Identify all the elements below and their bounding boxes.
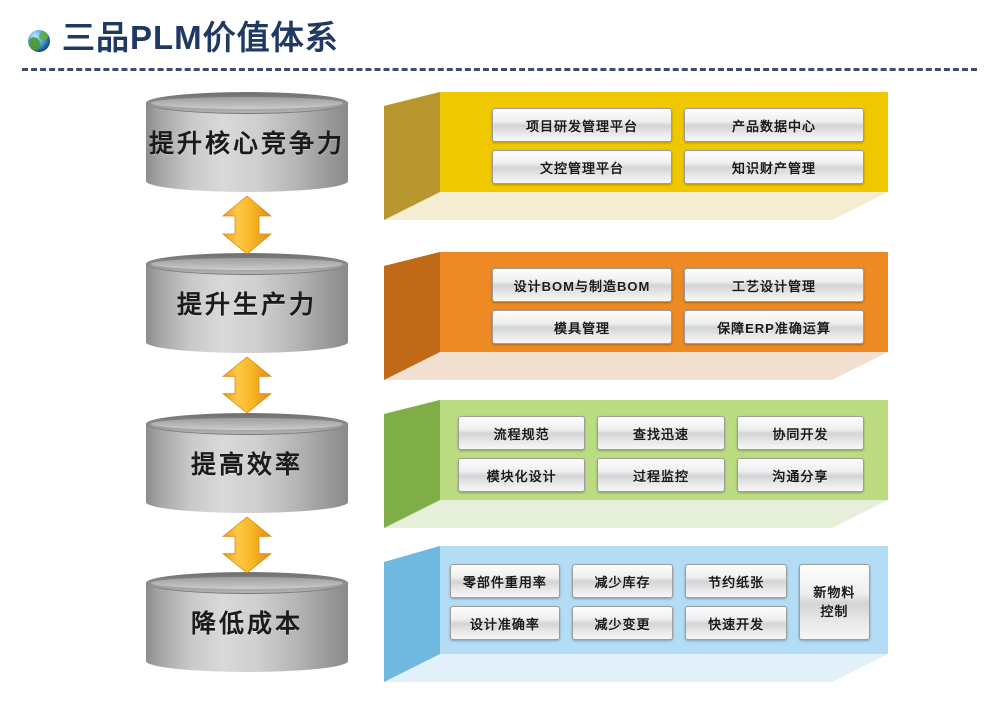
value-item-button[interactable]: 工艺设计管理 <box>684 268 864 302</box>
globe-icon <box>28 30 50 52</box>
cylinder-top <box>146 92 348 114</box>
cylinder-bottom <box>146 170 348 192</box>
value-item-button[interactable]: 减少变更 <box>571 606 674 640</box>
cylinder-bottom <box>146 331 348 353</box>
slab-productivity[interactable]: 设计BOM与制造BOM 工艺设计管理 模具管理 保障ERP准确运算 <box>384 252 888 380</box>
cylinder-productivity[interactable]: 提升生产力 <box>146 253 348 353</box>
value-item-button[interactable]: 协同开发 <box>736 416 864 450</box>
value-item-button[interactable]: 零部件重用率 <box>450 564 560 598</box>
value-item-label-line1: 新物料 <box>813 584 856 600</box>
arrow-core-to-productivity <box>221 196 273 254</box>
value-item-button[interactable]: 查找迅速 <box>597 416 725 450</box>
value-item-button[interactable]: 模具管理 <box>492 310 672 344</box>
value-item-button[interactable]: 节约纸张 <box>685 564 787 598</box>
cylinder-top <box>146 253 348 275</box>
cylinder-top <box>146 413 348 435</box>
page-title: 三品PLM价值体系 <box>62 19 339 56</box>
value-item-button[interactable]: 沟通分享 <box>736 458 864 492</box>
value-item-button[interactable]: 模块化设计 <box>458 458 586 492</box>
header-divider <box>22 68 977 71</box>
slab-items-grid: 设计BOM与制造BOM 工艺设计管理 模具管理 保障ERP准确运算 <box>492 268 864 344</box>
arrow-efficiency-to-cost <box>221 517 273 573</box>
slide-header: 三品PLM价值体系 <box>0 0 999 78</box>
cylinder-body <box>146 424 348 502</box>
cylinder-efficiency[interactable]: 提高效率 <box>146 413 348 513</box>
value-item-button[interactable]: 知识财产管理 <box>684 150 864 184</box>
slab-items-grid: 项目研发管理平台 产品数据中心 文控管理平台 知识财产管理 <box>492 108 864 184</box>
value-item-button[interactable]: 设计BOM与制造BOM <box>492 268 672 302</box>
cylinder-label: 降低成本 <box>190 610 303 638</box>
cylinder-top <box>146 572 348 594</box>
slab-core-competitiveness[interactable]: 项目研发管理平台 产品数据中心 文控管理平台 知识财产管理 <box>384 92 888 220</box>
cylinder-body <box>146 264 348 342</box>
value-item-label-line2: 控制 <box>820 604 849 619</box>
value-item-button[interactable]: 文控管理平台 <box>492 150 672 184</box>
cylinder-label: 提升核心竞争力 <box>148 130 345 158</box>
cylinder-body <box>146 103 348 181</box>
cylinder-bottom <box>146 650 348 672</box>
cylinder-bottom <box>146 491 348 513</box>
value-item-button[interactable]: 过程监控 <box>597 458 725 492</box>
cylinder-label: 提高效率 <box>190 451 303 479</box>
slab-items-grid: 流程规范 查找迅速 协同开发 模块化设计 过程监控 沟通分享 <box>458 416 864 492</box>
value-item-button[interactable]: 减少库存 <box>571 564 674 598</box>
value-item-button[interactable]: 流程规范 <box>458 416 586 450</box>
slab-cost-reduction[interactable]: 零部件重用率 减少库存 节约纸张 新物料 控制 设计准确率 减少变更 快速开发 <box>384 546 888 682</box>
value-item-button[interactable]: 设计准确率 <box>450 606 560 640</box>
value-item-button[interactable]: 产品数据中心 <box>684 108 864 142</box>
cylinder-label: 提升生产力 <box>176 291 317 319</box>
cylinder-cost-reduction[interactable]: 降低成本 <box>146 572 348 672</box>
slab-efficiency[interactable]: 流程规范 查找迅速 协同开发 模块化设计 过程监控 沟通分享 <box>384 400 888 528</box>
value-item-button[interactable]: 项目研发管理平台 <box>492 108 672 142</box>
arrow-productivity-to-efficiency <box>221 357 273 413</box>
value-item-button-new-material-control[interactable]: 新物料 控制 <box>798 564 870 640</box>
value-item-button[interactable]: 保障ERP准确运算 <box>684 310 864 344</box>
value-item-button[interactable]: 快速开发 <box>685 606 787 640</box>
slab-items-grid: 零部件重用率 减少库存 节约纸张 新物料 控制 设计准确率 减少变更 快速开发 <box>450 564 870 640</box>
cylinder-body <box>146 583 348 661</box>
cylinder-core-competitiveness[interactable]: 提升核心竞争力 <box>146 92 348 192</box>
